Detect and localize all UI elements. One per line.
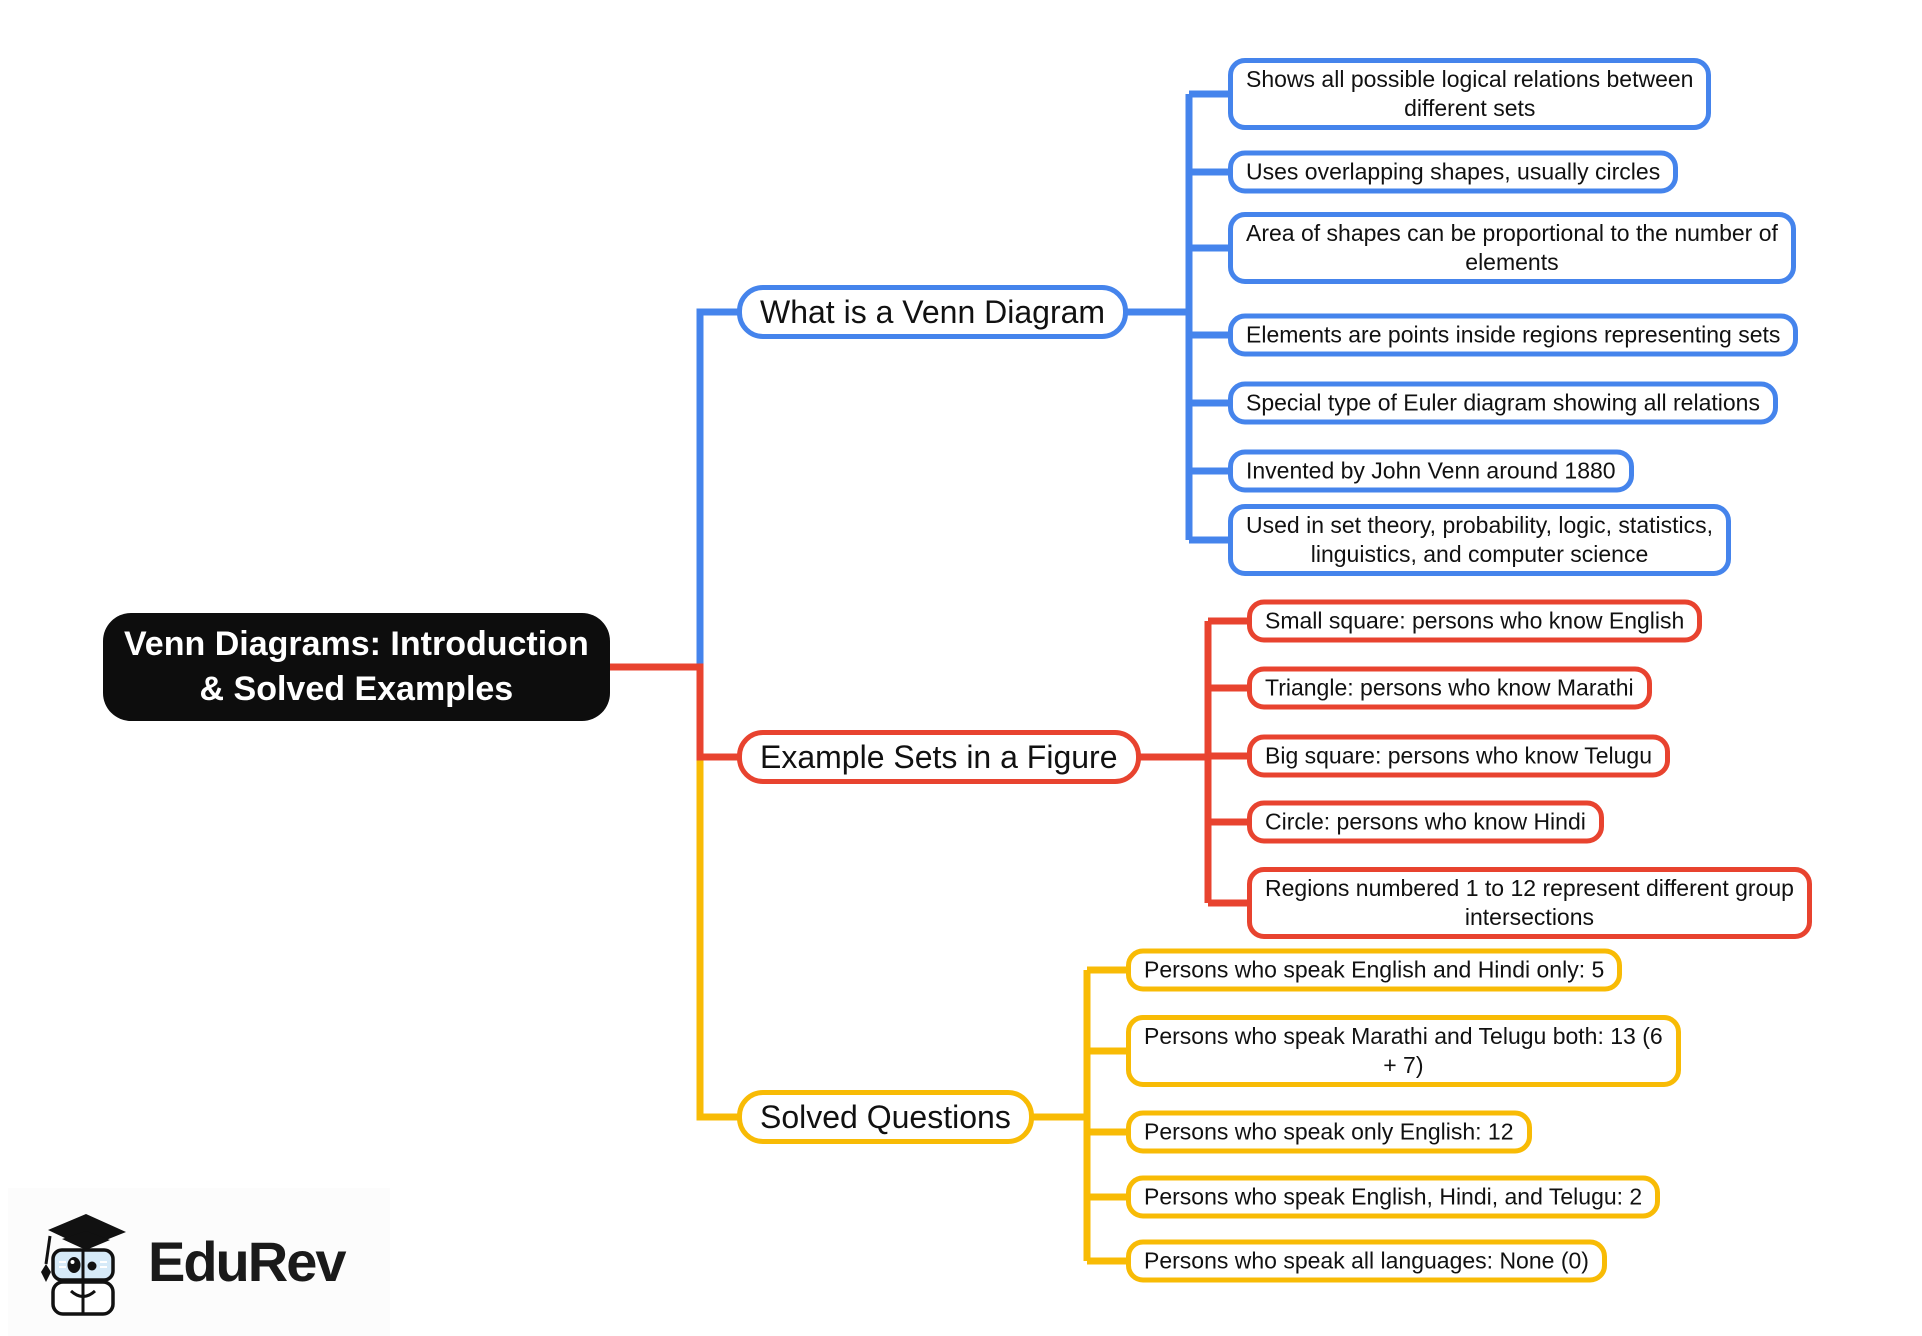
branch-connector bbox=[606, 90, 1231, 671]
leaf-node: Persons who speak Marathi and Telugu bot… bbox=[1126, 1015, 1681, 1087]
leaf-node: Circle: persons who know Hindi bbox=[1247, 800, 1604, 844]
leaf-node: Persons who speak only English: 12 bbox=[1126, 1110, 1532, 1154]
leaf-node: Elements are points inside regions repre… bbox=[1228, 313, 1799, 357]
leaf-node: Persons who speak all languages: None (0… bbox=[1126, 1239, 1607, 1283]
leaf-node: Uses overlapping shapes, usually circles bbox=[1228, 150, 1679, 194]
leaf-node: Shows all possible logical relations bet… bbox=[1228, 58, 1712, 130]
branch-node-solved-questions: Solved Questions bbox=[737, 1090, 1034, 1144]
leaf-node: Persons who speak English, Hindi, and Te… bbox=[1126, 1175, 1661, 1219]
leaf-node: Area of shapes can be proportional to th… bbox=[1228, 212, 1796, 284]
edurev-logo-text: EduRev bbox=[148, 1230, 346, 1293]
edurev-mascot-graduation-cap-icon bbox=[41, 1214, 126, 1316]
leaf-node: Triangle: persons who know Marathi bbox=[1247, 666, 1652, 710]
branch-connector bbox=[606, 663, 1129, 1265]
leaf-node: Invented by John Venn around 1880 bbox=[1228, 449, 1634, 493]
edurev-logo: EduRev bbox=[36, 1206, 346, 1318]
leaf-node: Special type of Euler diagram showing al… bbox=[1228, 381, 1778, 425]
central-topic-node: Venn Diagrams: Introduction & Solved Exa… bbox=[103, 613, 610, 721]
leaf-node: Big square: persons who know Telugu bbox=[1247, 734, 1670, 778]
leaf-node: Persons who speak English and Hindi only… bbox=[1126, 948, 1623, 992]
leaf-node: Regions numbered 1 to 12 represent diffe… bbox=[1247, 867, 1812, 939]
leaf-node: Small square: persons who know English bbox=[1247, 599, 1703, 643]
branch-node-what-is-a-venn-diagram: What is a Venn Diagram bbox=[737, 285, 1129, 339]
branch-node-example-sets-in-a-figure: Example Sets in a Figure bbox=[737, 730, 1141, 784]
branch-connector bbox=[606, 617, 1250, 907]
leaf-node: Used in set theory, probability, logic, … bbox=[1228, 504, 1732, 576]
